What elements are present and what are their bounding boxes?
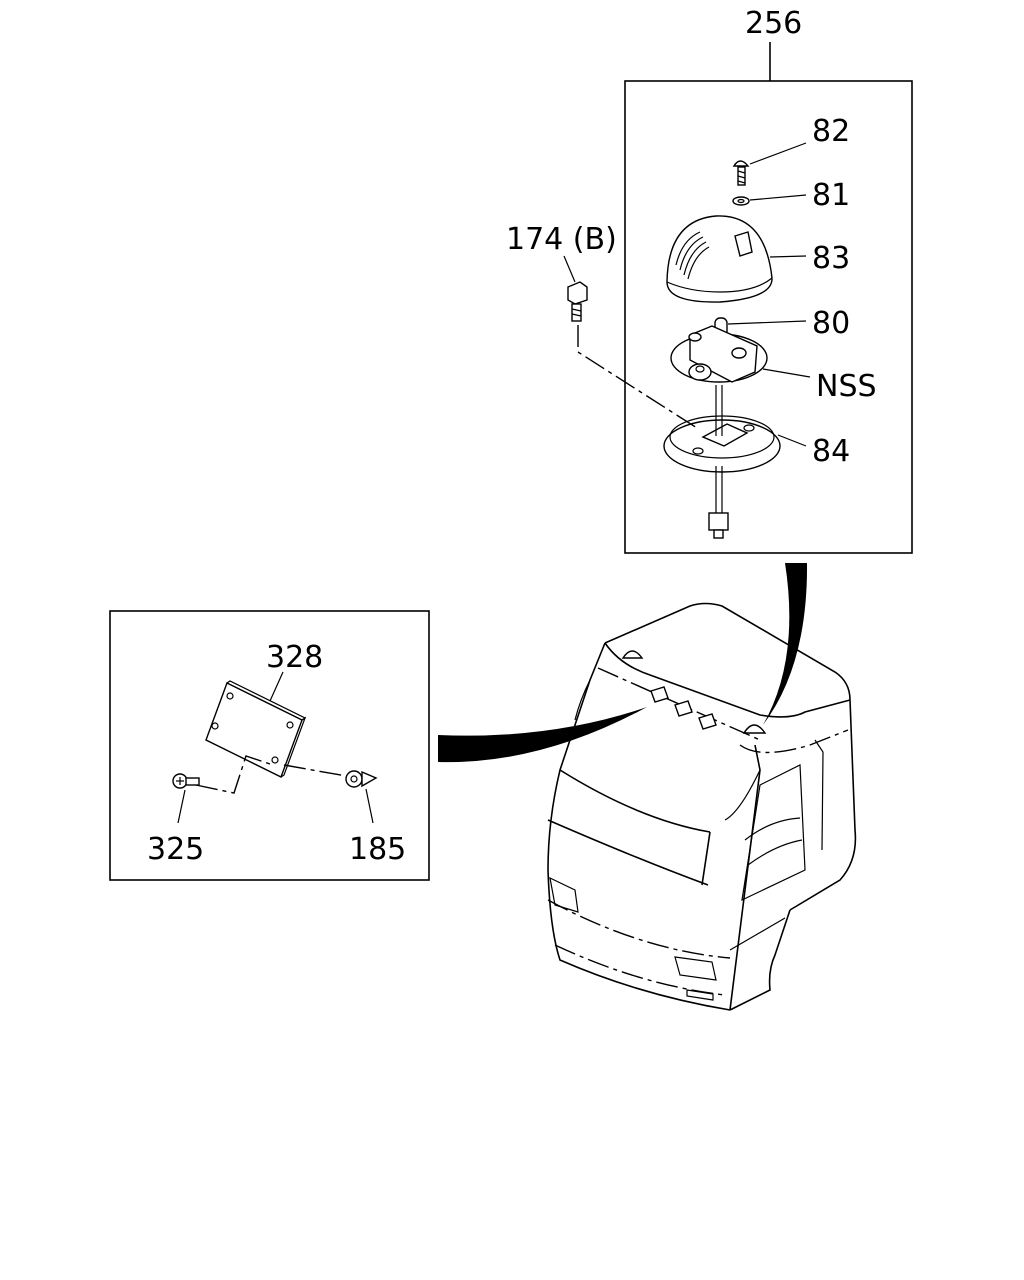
lamp-detail-box: 256 82 81 83: [577, 6, 913, 554]
washer-81[interactable]: [732, 196, 750, 206]
socket-base[interactable]: [670, 325, 768, 383]
connector-top: [763, 563, 808, 725]
plate-328[interactable]: [205, 680, 307, 778]
screw-82[interactable]: [732, 160, 750, 186]
label-81: 81: [812, 178, 850, 213]
label-328: 328: [266, 640, 323, 675]
label-256: 256: [745, 6, 802, 41]
lens-dome-83[interactable]: [666, 215, 773, 303]
label-NSS: NSS: [816, 369, 877, 404]
label-82: 82: [812, 114, 850, 149]
clip-185[interactable]: [345, 770, 378, 788]
roof-lamp-left: [621, 650, 644, 659]
label-185: 185: [349, 832, 406, 867]
label-84: 84: [812, 434, 850, 469]
roof-lamp-center[interactable]: [742, 724, 767, 734]
label-80: 80: [812, 306, 850, 341]
headlight-right: [674, 956, 717, 981]
label-83: 83: [812, 241, 850, 276]
connector-left: [438, 707, 647, 763]
truck-cab: [547, 602, 857, 1011]
marker-lamps[interactable]: [650, 686, 717, 730]
plate-detail-box: 328 325 185: [109, 610, 430, 881]
bolt-174b[interactable]: [567, 281, 588, 322]
headlight-left: [549, 876, 579, 913]
wire-harness: [708, 385, 729, 539]
screw-325[interactable]: [172, 773, 200, 789]
label-174b: 174 (B): [506, 222, 617, 257]
label-325: 325: [147, 832, 204, 867]
